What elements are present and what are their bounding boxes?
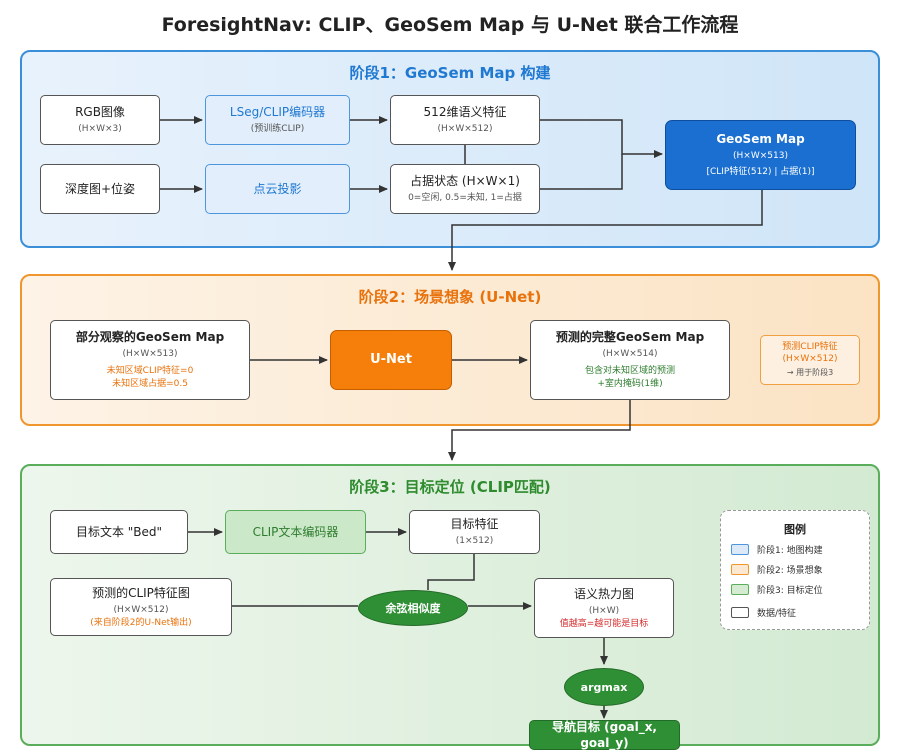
diagram-title: ForesightNav: CLIP、GeoSem Map 与 U-Net 联合… <box>161 14 739 36</box>
legend-label-stage1: 阶段1: 地图构建 <box>757 545 823 556</box>
goal-label: 导航目标 (goal_x, goal_y) <box>551 720 657 750</box>
predicted-clip-feature-node: 预测CLIP特征 (H×W×512) → 用于阶段3 <box>760 335 860 385</box>
predicted-geosem-node: 预测的完整GeoSem Map (H×W×514) 包含对未知区域的预测 +室内… <box>530 320 730 400</box>
rgb-image-node: RGB图像 (H×W×3) <box>40 95 160 145</box>
semantic-label: 512维语义特征 <box>423 105 507 119</box>
semantic-sub: (H×W×512) <box>437 124 493 134</box>
predicted-sub: (H×W×514) <box>602 349 658 359</box>
heatmap-note: 值越高=越可能是目标 <box>559 618 649 629</box>
legend-item-stage2: 阶段2: 场景想象 <box>731 562 823 576</box>
partial-label: 部分观察的GeoSem Map <box>75 330 225 344</box>
legend-label-data: 数据/特征 <box>757 608 797 619</box>
predicted-clip-map-node: 预测的CLIP特征图 (H×W×512) (来自阶段2的U-Net输出) <box>50 578 232 636</box>
rgb-sub: (H×W×3) <box>78 124 122 134</box>
arrow-predicted-to-stage3 <box>448 400 631 461</box>
legend-swatch-stage3 <box>731 583 749 595</box>
cosine-similarity-node: 余弦相似度 <box>358 590 468 626</box>
semantic-heatmap-node: 语义热力图 (H×W) 值越高=越可能是目标 <box>534 578 674 638</box>
pred-clip-note: → 用于阶段3 <box>786 368 834 377</box>
partial-sub: (H×W×513) <box>122 349 178 359</box>
pred-clip-label2: (H×W×512) <box>782 354 838 364</box>
occupancy-label: 占据状态 (H×W×1) <box>410 174 520 188</box>
legend-item-stage3: 阶段3: 目标定位 <box>731 582 823 596</box>
encoder-sub: (预训练CLIP) <box>250 124 305 134</box>
pred-clip-label1: 预测CLIP特征 <box>782 342 838 352</box>
pred-map-label: 预测的CLIP特征图 <box>92 585 190 600</box>
geosem-map-node: GeoSem Map (H×W×513) [CLIP特征(512) | 占据(1… <box>665 120 856 190</box>
argmax-node: argmax <box>564 668 644 706</box>
arrow-geosem-to-stage2 <box>448 190 763 271</box>
legend-item-stage1: 阶段1: 地图构建 <box>731 542 823 556</box>
heatmap-label: 语义热力图 <box>573 586 634 601</box>
legend: 图例 阶段1: 地图构建 阶段2: 场景想象 阶段3: 目标定位 数据/特征 <box>720 510 870 630</box>
legend-swatch-stage1 <box>731 543 749 555</box>
predicted-note2: +室内掩码(1维) <box>597 379 663 389</box>
pointcloud-node: 点云投影 <box>205 164 350 214</box>
text-enc-label: CLIP文本编码器 <box>252 525 339 539</box>
cosine-label: 余弦相似度 <box>385 602 441 615</box>
rgb-label: RGB图像 <box>75 105 125 119</box>
geosem-sub: (H×W×513) <box>733 151 788 161</box>
stage2-title: 阶段2：场景想象 (U-Net) <box>358 288 542 306</box>
pointcloud-label: 点云投影 <box>253 182 302 196</box>
occupancy-node: 占据状态 (H×W×1) 0=空闲, 0.5=未知, 1=占据 <box>390 164 540 214</box>
legend-title: 图例 <box>784 523 806 536</box>
geosem-label: GeoSem Map <box>716 132 805 146</box>
target-text-node: 目标文本 "Bed" <box>50 510 188 554</box>
target-feat-sub: (1×512) <box>455 536 494 546</box>
pred-map-sub: (H×W×512) <box>113 604 169 615</box>
depth-label: 深度图+位姿 <box>64 182 136 196</box>
arrow-target-to-cosine <box>427 554 475 590</box>
target-feature-node: 目标特征 (1×512) <box>409 510 540 554</box>
unet-label: U-Net <box>370 352 412 367</box>
clip-text-encoder-node: CLIP文本编码器 <box>225 510 366 554</box>
arrow-occupancy-to-geosem <box>540 154 623 190</box>
partial-geosem-node: 部分观察的GeoSem Map (H×W×513) 未知区域CLIP特征=0 未… <box>50 320 250 400</box>
target-feat-label: 目标特征 <box>450 517 499 531</box>
geosem-sub2: [CLIP特征(512) | 占据(1)] <box>706 167 815 177</box>
legend-label-stage2: 阶段2: 场景想象 <box>757 565 823 576</box>
arrow-semantic-to-geosem <box>540 119 663 158</box>
depth-pose-node: 深度图+位姿 <box>40 164 160 214</box>
navigation-goal-node: 导航目标 (goal_x, goal_y) <box>529 720 680 750</box>
legend-swatch-data <box>731 606 749 618</box>
unet-node: U-Net <box>330 330 452 390</box>
text-in-label: 目标文本 "Bed" <box>75 525 163 539</box>
argmax-label: argmax <box>580 680 628 694</box>
clip-encoder-node: LSeg/CLIP编码器 (预训练CLIP) <box>205 95 350 145</box>
partial-note2: 未知区域占据=0.5 <box>112 379 188 389</box>
stage3-title: 阶段3：目标定位 (CLIP匹配) <box>349 478 551 496</box>
stage1-title: 阶段1：GeoSem Map 构建 <box>349 64 551 82</box>
legend-label-stage3: 阶段3: 目标定位 <box>757 585 823 596</box>
legend-swatch-stage2 <box>731 563 749 575</box>
legend-item-data: 数据/特征 <box>731 605 796 619</box>
heatmap-sub: (H×W) <box>588 605 620 616</box>
pred-map-note: (来自阶段2的U-Net输出) <box>90 617 192 628</box>
encoder-label: LSeg/CLIP编码器 <box>229 105 326 119</box>
occupancy-sub: 0=空闲, 0.5=未知, 1=占据 <box>408 193 522 203</box>
predicted-note1: 包含对未知区域的预测 <box>584 366 675 376</box>
predicted-label: 预测的完整GeoSem Map <box>555 330 705 344</box>
semantic-feature-node: 512维语义特征 (H×W×512) <box>390 95 540 145</box>
partial-note1: 未知区域CLIP特征=0 <box>106 366 194 376</box>
